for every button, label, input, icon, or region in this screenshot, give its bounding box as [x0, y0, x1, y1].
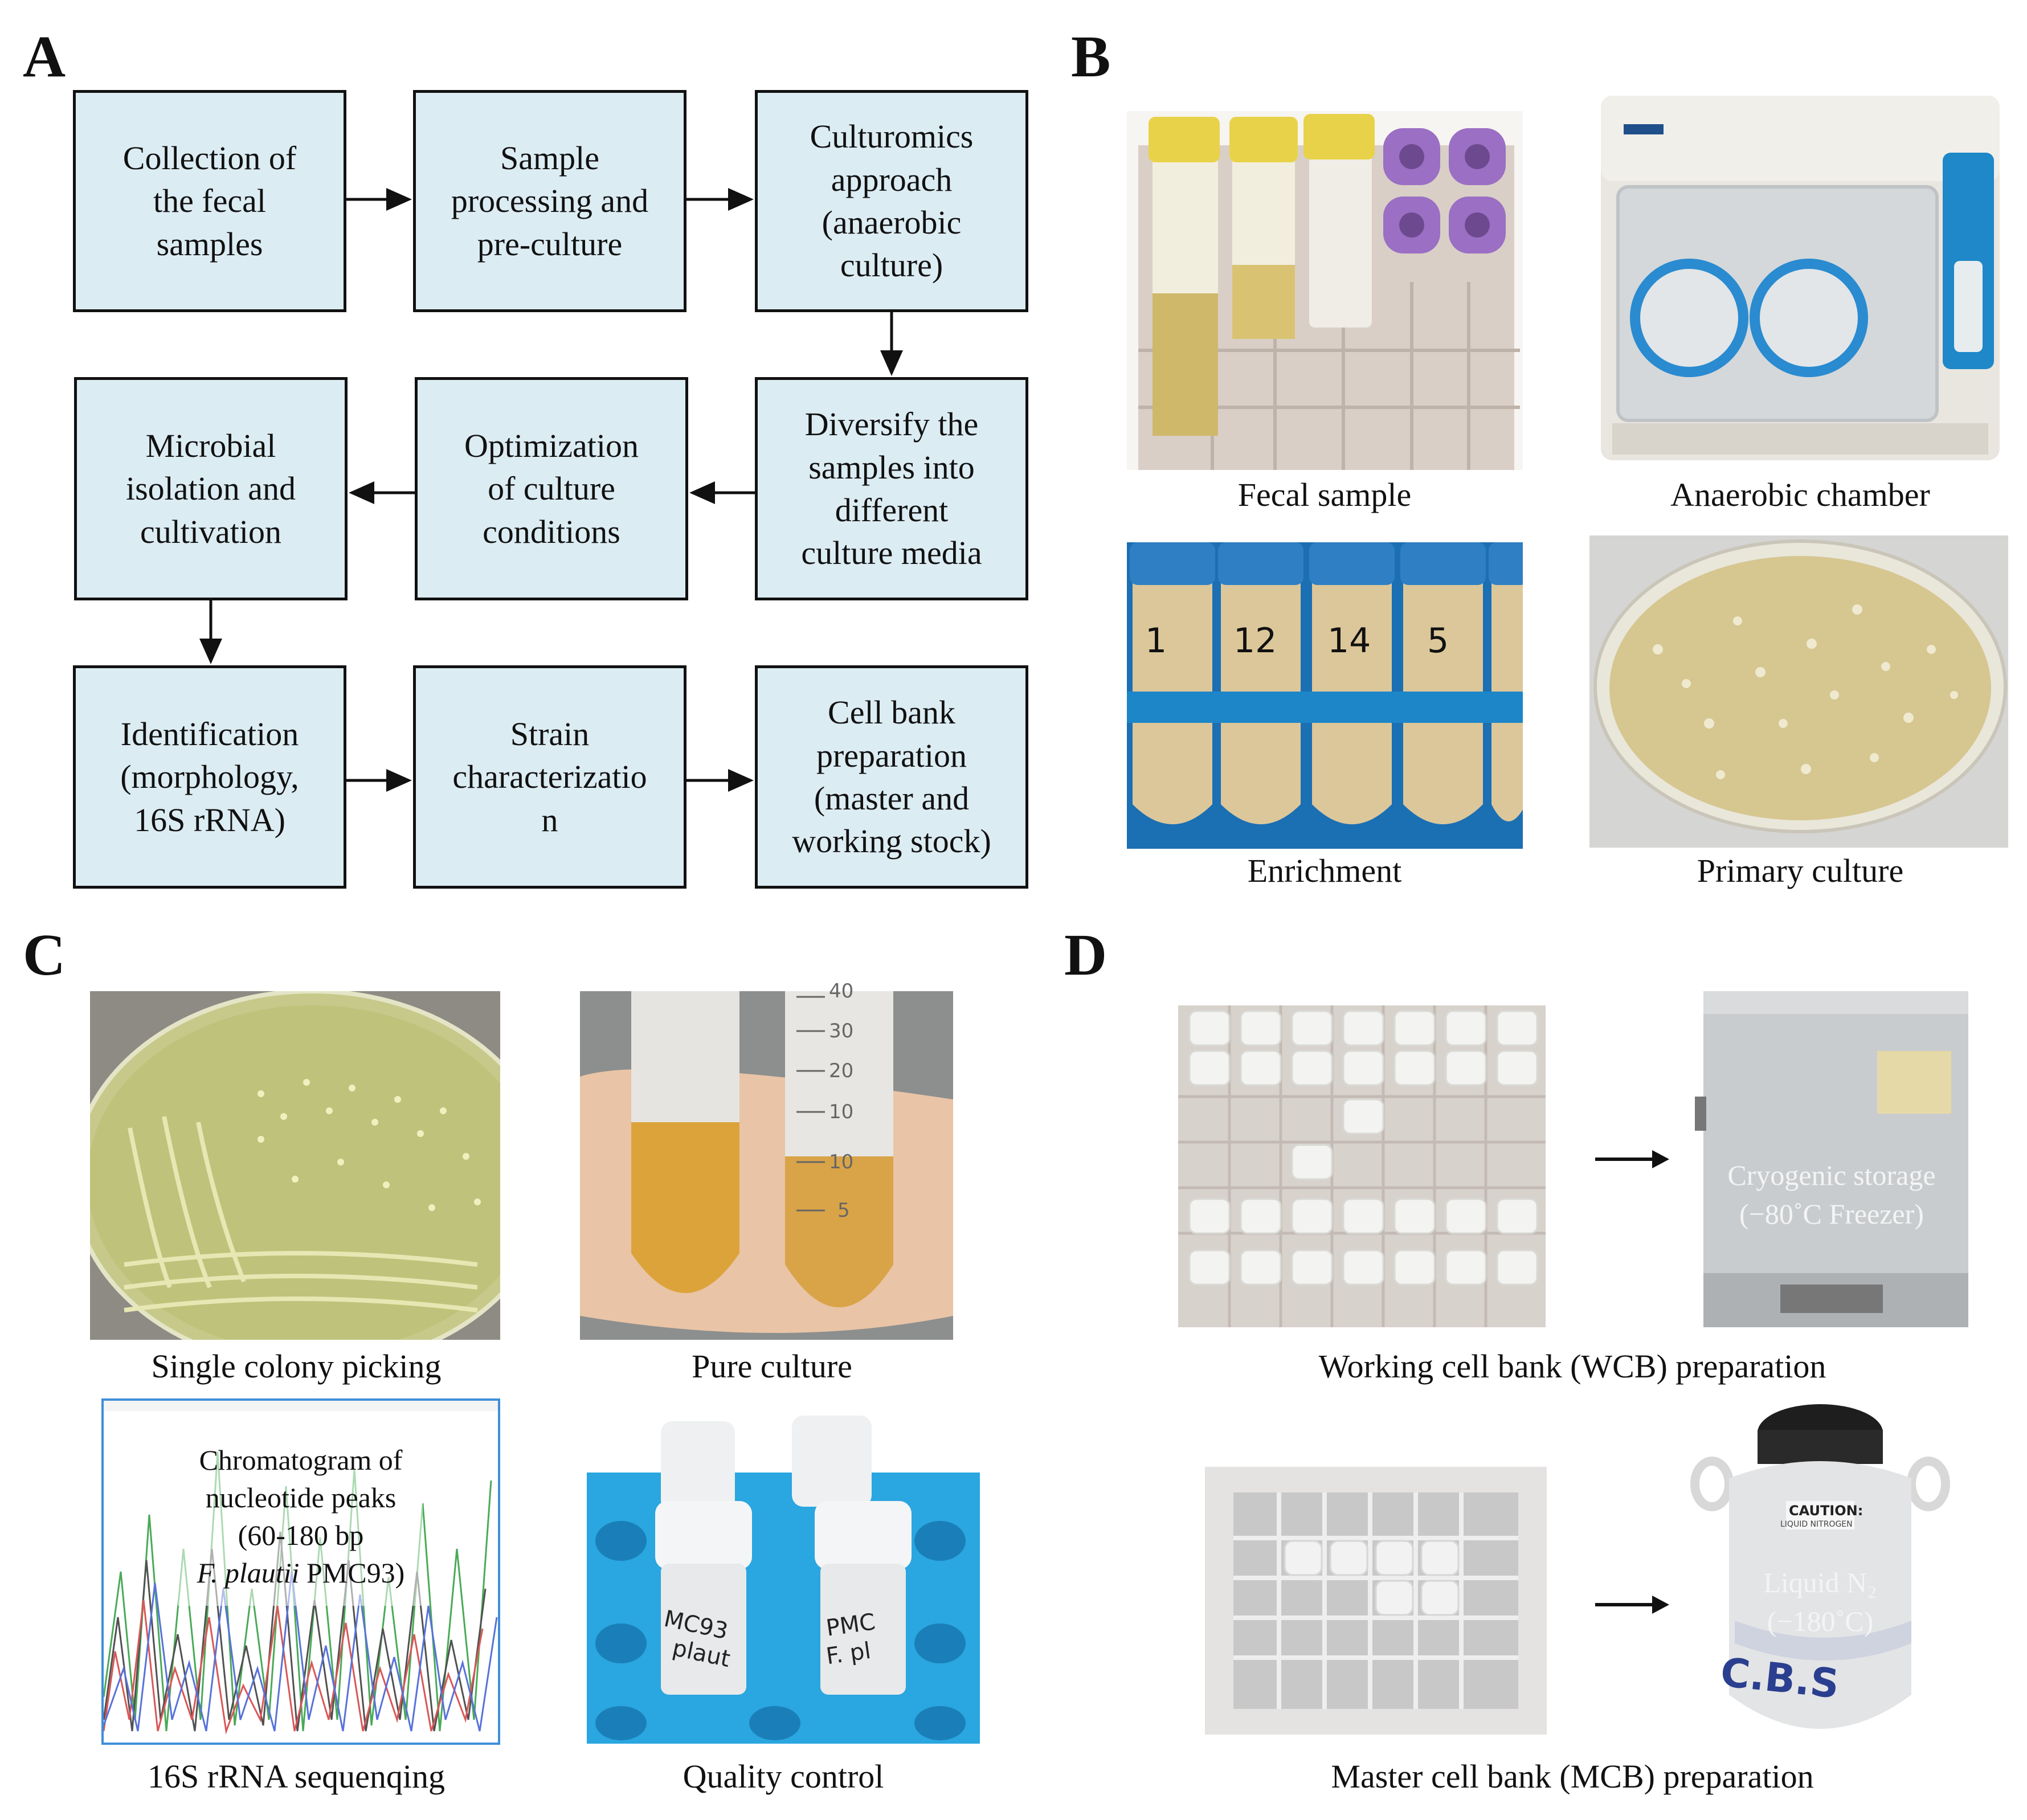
caption-primary-culture: Primary culture: [1697, 852, 1904, 889]
enrichment-tube-label-1: 1: [1145, 621, 1167, 661]
caption-enrichment: Enrichment: [1247, 852, 1402, 889]
caption-wcb: Working cell bank (WCB) preparation: [1318, 1348, 1826, 1385]
ln2-tank-photo: [1689, 1398, 1951, 1757]
primary-culture-photo: [1589, 535, 2008, 848]
tank-caution-label: CAUTION:: [1789, 1503, 1863, 1519]
chromatogram-line-4: F. plautii PMC93): [101, 1554, 500, 1592]
pure-culture-photo: [580, 991, 953, 1340]
enrichment-photo: [1127, 542, 1523, 849]
fecal-sample-photo: [1127, 111, 1523, 470]
anaerobic-chamber-photo: [1589, 90, 2008, 472]
enrichment-tube-label-5: 5: [1427, 621, 1449, 661]
tube-scale-5: 5: [837, 1199, 850, 1222]
chromatogram-line-2: nucleotide peaks: [205, 1482, 397, 1514]
flow-box-processing: Sample processing and pre-culture: [413, 90, 686, 312]
flow-box-characterization: Strain characterizatio n: [413, 665, 686, 889]
freezer-photo: [1689, 988, 1974, 1330]
flow-arrows: [199, 188, 903, 792]
caption-16s-sequencing: 16S rRNA sequenqing: [148, 1758, 445, 1795]
caption-fecal-sample: Fecal sample: [1237, 476, 1412, 513]
ln2-overlay-label: Liquid N₂ (−180˚C): [1763, 1567, 1877, 1637]
tube-scale-20: 20: [829, 1060, 854, 1082]
chromatogram-line-1: Chromatogram of: [199, 1444, 403, 1476]
wcb-rack-photo: [1172, 1000, 1551, 1333]
chromatogram-annotation: Chromatogram of nucleotide peaks (60-180…: [101, 1441, 500, 1592]
flow-box-diversify: Diversify the samples into different cul…: [755, 377, 1028, 600]
single-colony-photo: [90, 991, 500, 1340]
tank-caution-sub: LIQUID NITROGEN: [1780, 1520, 1853, 1529]
arrow-mcb-ln2: [1595, 1596, 1669, 1614]
chromatogram-line-3: (60-180 bp: [238, 1519, 364, 1551]
flow-box-optimization: Optimization of culture conditions: [415, 377, 688, 600]
caption-single-colony: Single colony picking: [151, 1348, 442, 1385]
tube-scale-10a: 10: [829, 1101, 854, 1123]
chromatogram-species: F. plautii: [197, 1557, 300, 1589]
panel-label-b: B: [1071, 24, 1111, 89]
tube-scale-10b: 10: [829, 1151, 854, 1173]
panel-label-d: D: [1064, 922, 1108, 988]
quality-control-photo: [587, 1398, 980, 1744]
panel-label-c: C: [23, 922, 66, 988]
freezer-overlay-label: Cryogenic storage (−80˚C Freezer): [1727, 1159, 1936, 1230]
caption-quality-control: Quality control: [683, 1758, 884, 1795]
mcb-box-photo: [1199, 1464, 1552, 1737]
tube-scale-30: 30: [829, 1020, 854, 1042]
enrichment-tube-label-14: 14: [1327, 621, 1371, 661]
flow-box-collection: Collection of the fecal samples: [73, 90, 346, 312]
caption-mcb: Master cell bank (MCB) preparation: [1331, 1758, 1814, 1795]
flow-box-culturomics: Culturomics approach (anaerobic culture): [755, 90, 1028, 312]
tube-scale-40: 40: [829, 980, 854, 1003]
flow-box-cellbank: Cell bank preparation (master and workin…: [755, 665, 1028, 889]
panel-label-a: A: [23, 24, 66, 89]
flow-box-identification: Identification (morphology, 16S rRNA): [73, 665, 346, 889]
caption-pure-culture: Pure culture: [692, 1348, 852, 1385]
flow-box-isolation: Microbial isolation and cultivation: [74, 377, 348, 600]
caption-anaerobic-chamber: Anaerobic chamber: [1670, 476, 1930, 513]
chromatogram-image: [101, 1398, 500, 1745]
arrow-wcb-freezer: [1595, 1150, 1669, 1168]
enrichment-tube-label-12: 12: [1233, 621, 1277, 661]
chromatogram-strain: PMC93): [299, 1557, 405, 1589]
